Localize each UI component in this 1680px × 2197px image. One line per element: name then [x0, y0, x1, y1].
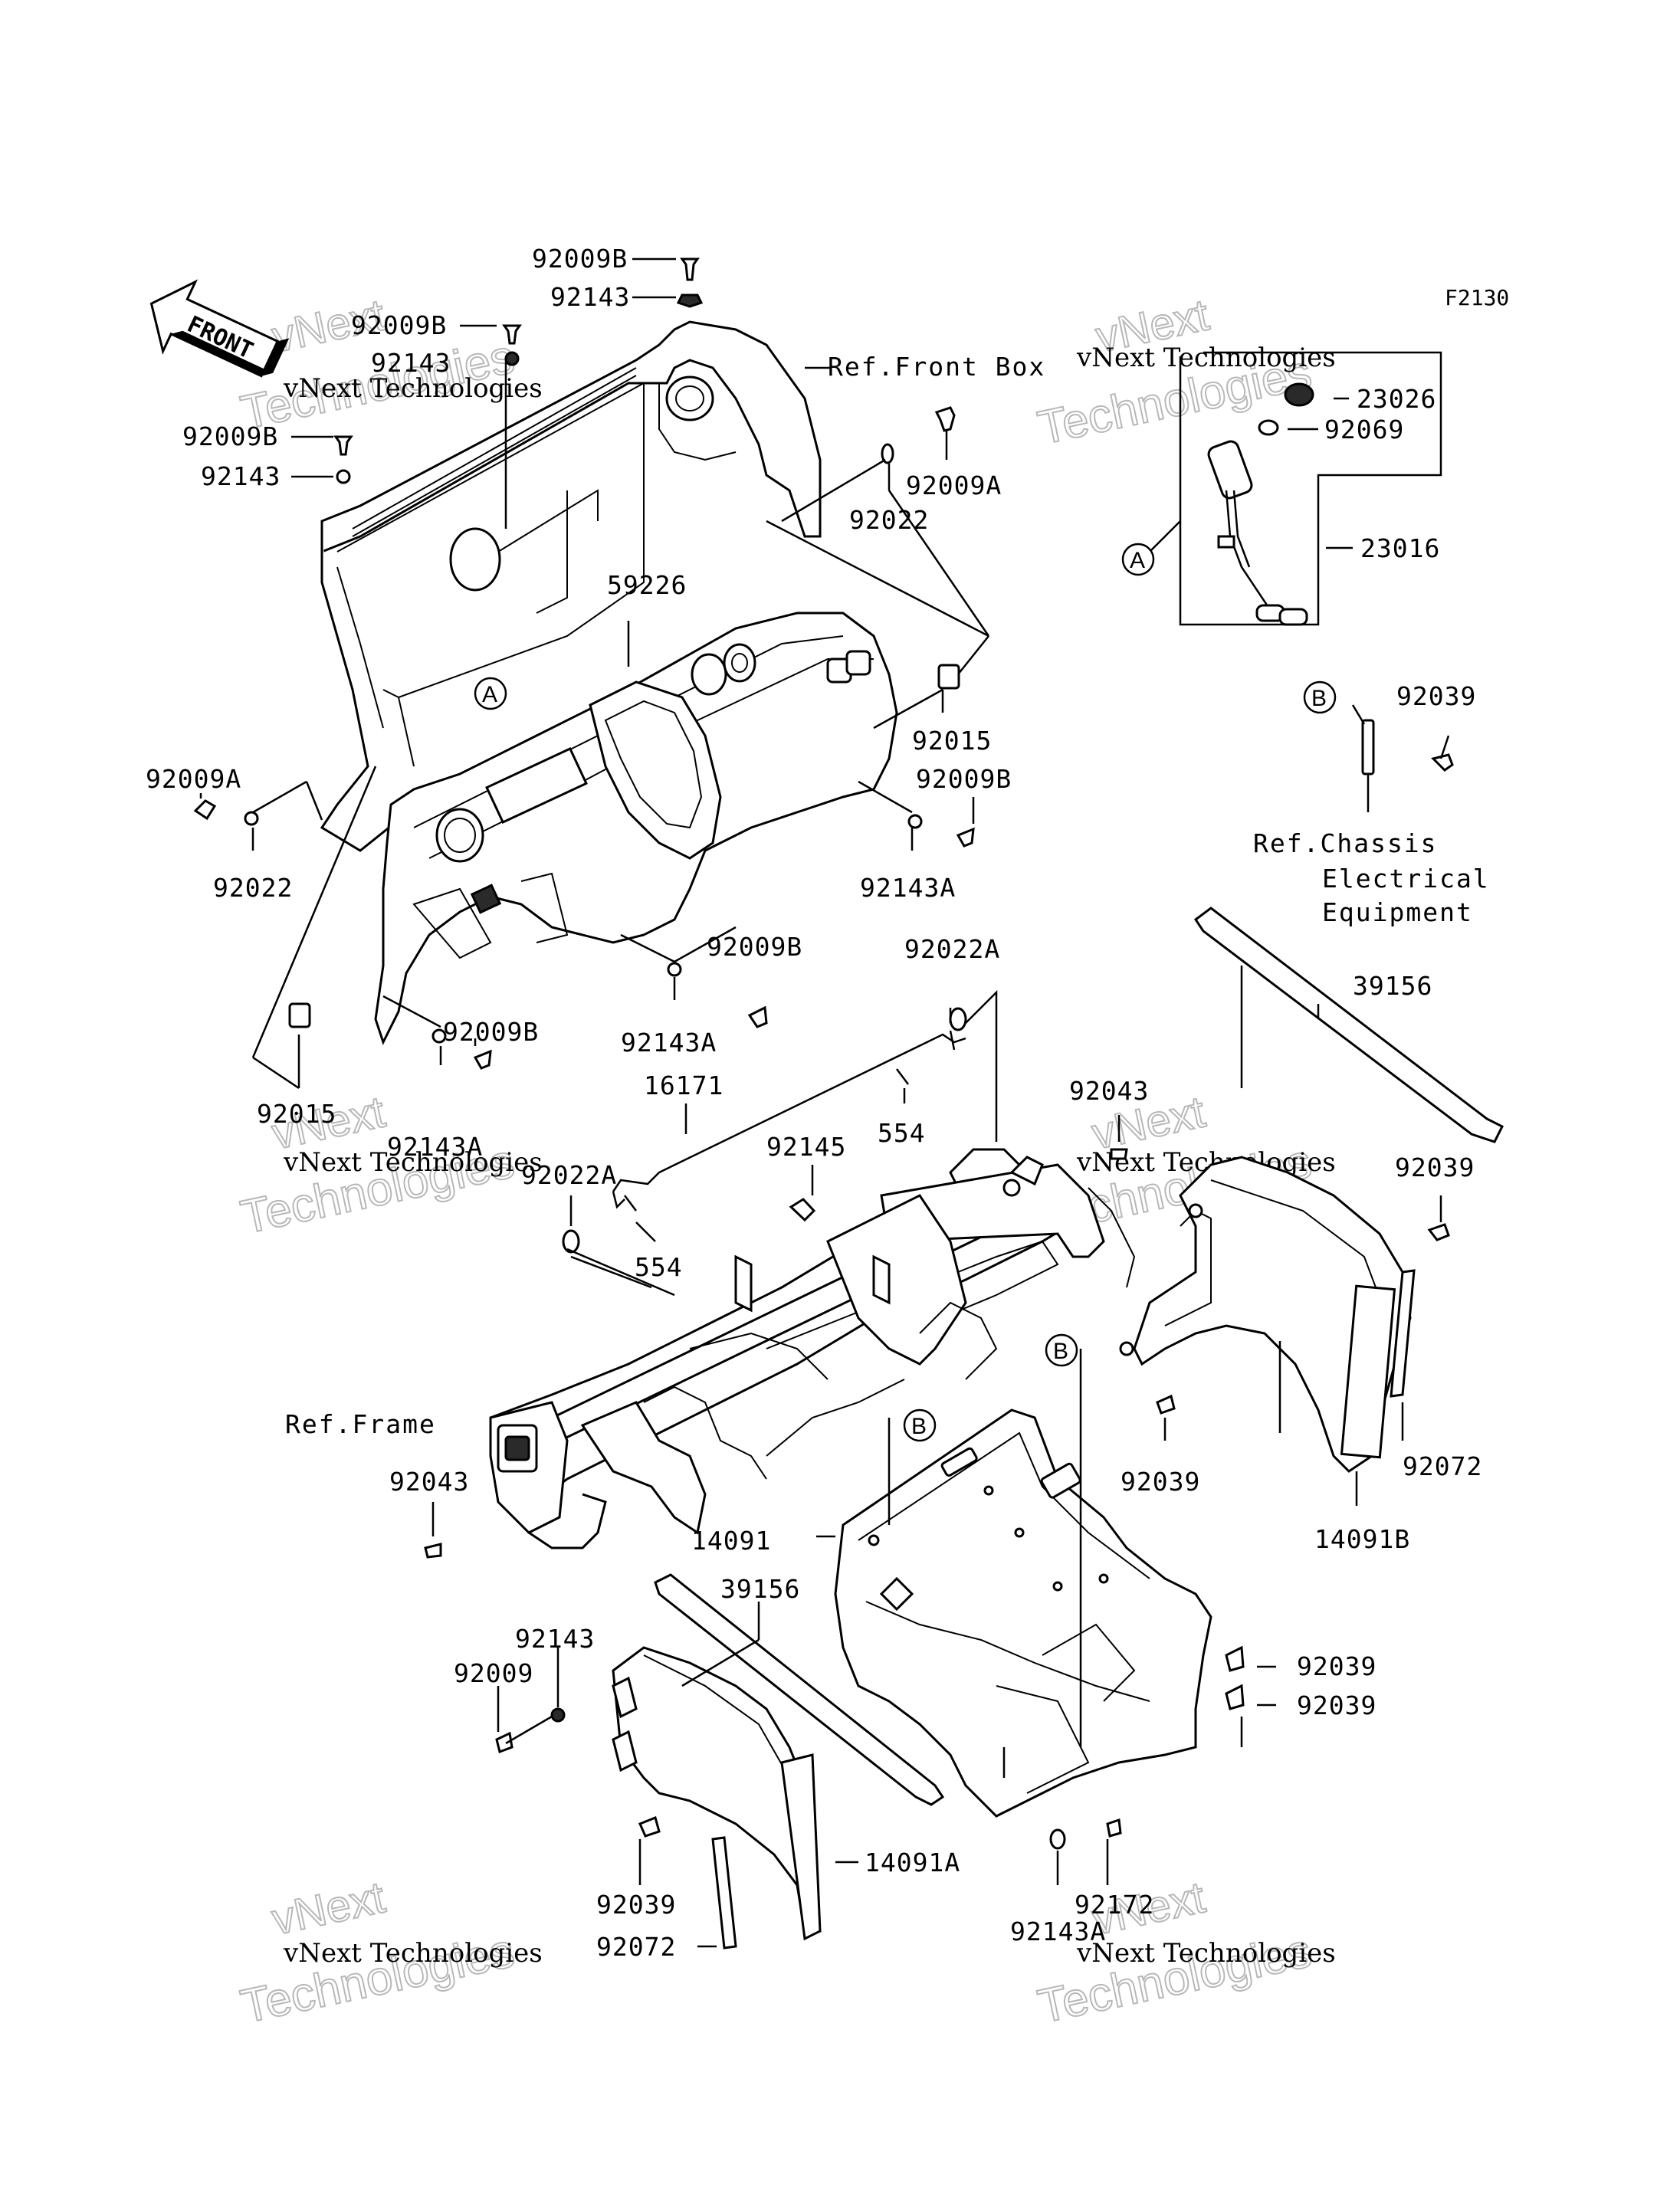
svg-text:A: A	[482, 682, 497, 707]
label-92143: 92143	[371, 348, 451, 378]
svg-text:A: A	[1130, 548, 1145, 573]
label-92022A: 92022A	[904, 934, 1000, 964]
label-59226: 59226	[607, 570, 687, 600]
label-39156: 39156	[1353, 971, 1432, 1001]
svg-text:vNext Technologies: vNext Technologies	[283, 1147, 543, 1178]
label-92009B: 92009B	[351, 310, 447, 340]
label-92009B: 92009B	[182, 421, 278, 451]
label-23016: 23016	[1360, 533, 1440, 563]
harness-23016	[1207, 440, 1308, 626]
frame-assembly	[489, 1148, 1136, 1549]
right-fender	[1119, 1156, 1412, 1473]
ref-chassis-equipment: Equipment	[1322, 897, 1473, 927]
label-554: 554	[635, 1252, 683, 1282]
label-92143A: 92143A	[621, 1028, 717, 1058]
label-92039: 92039	[1121, 1467, 1200, 1497]
label-14091B: 14091B	[1314, 1524, 1410, 1554]
label-92143: 92143	[515, 1624, 595, 1654]
label-92009B: 92009B	[443, 1017, 539, 1047]
strip-top-39156	[1193, 907, 1504, 1143]
label-92022: 92022	[213, 873, 293, 903]
left-fender	[612, 1646, 822, 1941]
part-labels: 92009B 92143 92009B 92143 92009B 92143 9…	[146, 244, 1482, 1962]
label-23026: 23026	[1357, 384, 1436, 414]
front-arrow-icon: FRONT	[149, 279, 290, 378]
ref-chassis: Ref.Chassis	[1253, 828, 1438, 858]
label-92022A: 92022A	[521, 1160, 617, 1190]
label-92143A: 92143A	[860, 873, 956, 903]
callout-a-dashboard: A	[474, 677, 507, 710]
leader-lines	[199, 257, 1450, 1948]
label-16171: 16171	[644, 1071, 724, 1100]
svg-text:vNext Technologies: vNext Technologies	[283, 373, 543, 404]
strip-bottom-39156	[654, 1573, 945, 1806]
control-rod	[612, 1030, 966, 1209]
label-14091: 14091	[691, 1526, 771, 1556]
callout-a-harness: A	[1121, 543, 1155, 576]
label-92039: 92039	[596, 1890, 676, 1920]
label-92039: 92039	[1396, 681, 1476, 711]
callout-b-fender: B	[1045, 1333, 1078, 1367]
label-92072: 92072	[1403, 1451, 1482, 1481]
figure-code: F2130	[1445, 285, 1509, 310]
label-92069: 92069	[1324, 415, 1404, 444]
label-92072: 92072	[596, 1932, 676, 1962]
front-cover-panel	[320, 320, 822, 852]
label-92039: 92039	[1395, 1153, 1475, 1182]
label-92043: 92043	[389, 1467, 469, 1497]
dashboard-panel	[374, 612, 898, 1045]
ref-front-box: Ref.Front Box	[828, 352, 1045, 382]
fasteners	[193, 257, 1454, 1949]
label-14091A: 14091A	[865, 1848, 960, 1877]
svg-text:B: B	[911, 1414, 927, 1439]
label-92143A: 92143A	[1010, 1917, 1106, 1946]
watermark-bottom-left: vNext Technologies vNext Technologies	[236, 1871, 543, 2034]
callout-b-cover: B	[903, 1408, 937, 1442]
label-92043: 92043	[1069, 1076, 1149, 1106]
label-92143: 92143	[550, 282, 630, 312]
label-92172: 92172	[1075, 1890, 1154, 1920]
label-92039: 92039	[1297, 1651, 1376, 1681]
label-92022: 92022	[849, 505, 929, 535]
label-92009B: 92009B	[532, 244, 628, 274]
label-39156: 39156	[720, 1574, 800, 1604]
label-92009B: 92009B	[707, 932, 802, 962]
svg-text:vNext Technologies: vNext Technologies	[1076, 1938, 1336, 1969]
label-92145: 92145	[766, 1132, 846, 1162]
center-floor-cover	[834, 1408, 1212, 1818]
label-92009A: 92009A	[146, 764, 241, 794]
svg-text:vNext Technologies: vNext Technologies	[283, 1938, 543, 1969]
svg-text:B: B	[1311, 686, 1327, 711]
reference-notes: Ref.Front Box Ref.Frame Ref.Chassis Elec…	[285, 352, 1490, 1439]
label-92143A: 92143A	[387, 1132, 483, 1162]
label-92039: 92039	[1297, 1690, 1376, 1720]
label-92009B: 92009B	[916, 764, 1012, 794]
callout-b-chassis: B	[1303, 680, 1337, 714]
label-92015: 92015	[912, 726, 992, 756]
label-92009A: 92009A	[906, 471, 1002, 500]
ref-frame: Ref.Frame	[285, 1409, 436, 1439]
ref-chassis-electrical: Electrical	[1322, 864, 1490, 894]
svg-text:vNext: vNext	[267, 1872, 389, 1944]
svg-text:B: B	[1053, 1339, 1068, 1364]
label-92143: 92143	[201, 461, 281, 491]
label-554: 554	[878, 1118, 926, 1148]
label-92015: 92015	[257, 1099, 336, 1129]
svg-text:vNext Technologies: vNext Technologies	[1076, 343, 1336, 373]
watermark-top-right: vNext Technologies vNext Technologies	[1033, 289, 1336, 455]
label-92009: 92009	[454, 1658, 533, 1688]
